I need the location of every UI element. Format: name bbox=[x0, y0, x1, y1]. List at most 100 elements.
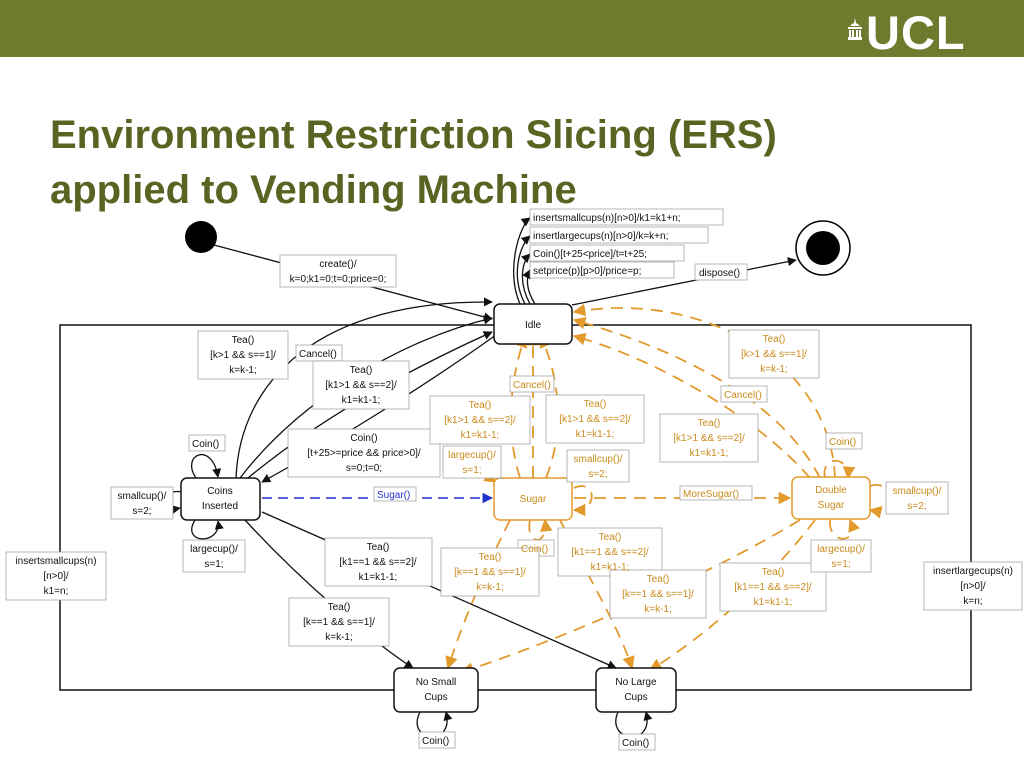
label-insertsmallcups-nlc-2: [n>0]/ bbox=[43, 571, 69, 582]
label-tea-k-ds-nsc-2: [k==1 && s==1]/ bbox=[622, 589, 694, 600]
label-insertsmallcups-self: insertsmallcups(n)[n>0]/k1=k1+n; bbox=[533, 213, 681, 224]
label-tea-k1-ci-1: Tea() bbox=[350, 365, 373, 376]
label-box-coin-ci-idle bbox=[287, 428, 441, 478]
label-box-coin-nlc bbox=[618, 733, 656, 751]
edge-idle-self-4 bbox=[522, 269, 536, 305]
label-box-sugar bbox=[373, 486, 417, 502]
label-box-largecup-ds bbox=[810, 539, 872, 573]
label-box-tea-k1-ds-nlc bbox=[719, 562, 827, 612]
label-tea-k1-sugar-idle-b-2: [k1>1 && s==2]/ bbox=[559, 414, 631, 425]
edge-ds-nlc bbox=[648, 519, 816, 671]
label-tea-k1-ci-nlc-3: k1=k1-1; bbox=[359, 572, 398, 583]
label-dispose: dispose() bbox=[699, 268, 740, 279]
label-box-coin-ci-self bbox=[188, 434, 226, 452]
label-coin-ci-idle-1: Coin() bbox=[350, 433, 377, 444]
state-sugar-label: Sugar bbox=[520, 494, 547, 505]
state-coins-inserted-line2: Inserted bbox=[202, 501, 238, 512]
label-smallcup-ci-2: s=2; bbox=[132, 506, 151, 517]
label-coin-nsc: Coin() bbox=[422, 736, 449, 747]
label-tea-k-ds-nsc-3: k=k-1; bbox=[644, 604, 672, 615]
state-idle[interactable]: Idle bbox=[493, 303, 573, 345]
label-box-tea-k-ci bbox=[197, 330, 289, 380]
state-coins-inserted[interactable]: Coins Inserted bbox=[180, 477, 261, 521]
edge-ds-self-coin bbox=[823, 460, 856, 480]
label-tea-k1-ci-nlc-1: Tea() bbox=[367, 542, 390, 553]
state-double-sugar-line1: Double bbox=[815, 485, 847, 496]
label-box-tea-k1-ci-nlc bbox=[324, 537, 433, 587]
edge-idle-self-1 bbox=[513, 217, 531, 305]
label-box-setprice-self bbox=[529, 261, 675, 279]
label-smallcup-sugar-2: s=2; bbox=[588, 469, 607, 480]
edge-sugar-idle-tea-a bbox=[510, 334, 528, 479]
state-sugar[interactable]: Sugar bbox=[493, 477, 573, 521]
label-box-insertlargecups-nsc bbox=[923, 561, 1023, 611]
label-coin-ci-idle-3: s=0;t=0; bbox=[346, 463, 382, 474]
label-tea-k-sugar-nsc-2: [k==1 && s==1]/ bbox=[454, 567, 526, 578]
label-box-tea-k-ds-idle bbox=[728, 329, 820, 379]
label-box-moresugar bbox=[679, 485, 753, 501]
label-create-2: k=0;k1=0;t=0;price=0; bbox=[290, 274, 387, 285]
state-double-sugar-line2: Sugar bbox=[818, 500, 845, 511]
state-no-small-cups-line1: No Small bbox=[416, 677, 457, 688]
state-no-large-cups-line2: Cups bbox=[624, 692, 647, 703]
edge-sugar-self-smallcup bbox=[572, 485, 593, 517]
label-coin-ds: Coin() bbox=[829, 437, 856, 448]
label-coin-ci-idle-2: [t+25>=price && price>0]/ bbox=[307, 448, 421, 459]
label-smallcup-ci-1: smallcup()/ bbox=[118, 491, 167, 502]
title-line-2: applied to Vending Machine bbox=[50, 168, 577, 212]
label-box-coin-ds bbox=[825, 432, 863, 450]
label-cancel-ci: Cancel() bbox=[299, 349, 337, 360]
label-smallcup-ds-2: s=2; bbox=[907, 501, 926, 512]
state-idle-label: Idle bbox=[525, 320, 542, 331]
label-cancel-ds: Cancel() bbox=[724, 390, 762, 401]
label-tea-k1-ci-2: [k1>1 && s==2]/ bbox=[325, 380, 397, 391]
edge-ci-self-coin bbox=[190, 453, 222, 479]
edge-sugar-nsc bbox=[445, 519, 511, 670]
label-tea-k-ci-2: [k>1 && s==1]/ bbox=[210, 350, 276, 361]
edge-dispose bbox=[571, 257, 797, 306]
ucl-portico-icon bbox=[848, 18, 862, 40]
label-insertlargecups-nsc-1: insertlargecups(n) bbox=[933, 566, 1013, 577]
state-no-large-cups[interactable]: No Large Cups bbox=[595, 667, 677, 713]
label-cancel-sugar: Cancel() bbox=[513, 380, 551, 391]
label-box-smallcup-ds bbox=[885, 481, 949, 515]
label-tea-k1-ci-3: k1=k1-1; bbox=[342, 395, 381, 406]
label-box-tea-k1-sugar-idle bbox=[429, 395, 531, 445]
label-insertsmallcups-nlc-1: insertsmallcups(n) bbox=[15, 556, 96, 567]
initial-state bbox=[185, 221, 217, 253]
edge-ds-idle-cancel bbox=[572, 332, 811, 479]
label-tea-k1-sugar-nlc-1: Tea() bbox=[599, 532, 622, 543]
label-tea-k1-sugar-idle-3: k1=k1-1; bbox=[461, 430, 500, 441]
label-tea-k-sugar-nsc-3: k=k-1; bbox=[476, 582, 504, 593]
label-box-tea-k1-ds-idle bbox=[659, 413, 759, 463]
label-tea-k1-ds-nlc-1: Tea() bbox=[762, 567, 785, 578]
label-box-tea-k-ci-nsc bbox=[288, 597, 390, 647]
label-setprice-self: setprice(p)[p>0]/price=p; bbox=[533, 266, 641, 277]
label-box-insertsmallcups-nlc bbox=[5, 551, 107, 601]
slide-title: Environment Restriction Slicing (ERS) ap… bbox=[50, 108, 777, 218]
state-double-sugar[interactable]: Double Sugar bbox=[791, 476, 871, 520]
label-tea-k1-sugar-idle-2: [k1>1 && s==2]/ bbox=[444, 415, 516, 426]
label-largecup-sugar-1: largecup()/ bbox=[448, 450, 496, 461]
label-box-cancel-sugar bbox=[509, 375, 555, 393]
label-coin-ci-self: Coin() bbox=[192, 439, 219, 450]
label-tea-k1-sugar-idle-b-3: k1=k1-1; bbox=[576, 429, 615, 440]
label-box-tea-k1-ci bbox=[312, 360, 410, 410]
label-tea-k-ci-3: k=k-1; bbox=[229, 365, 257, 376]
title-line-1: Environment Restriction Slicing (ERS) bbox=[50, 113, 777, 157]
label-box-coin-idle-self bbox=[529, 244, 685, 262]
label-largecup-ds-1: largecup()/ bbox=[817, 544, 865, 555]
label-tea-k1-ds-nlc-2: [k1==1 && s==2]/ bbox=[734, 582, 811, 593]
label-insertlargecups-nsc-2: [n>0]/ bbox=[960, 581, 986, 592]
label-box-smallcup-ci bbox=[110, 486, 174, 520]
label-tea-k1-ds-idle-2: [k1>1 && s==2]/ bbox=[673, 433, 745, 444]
label-box-create bbox=[279, 254, 397, 288]
label-tea-k-ds-idle-1: Tea() bbox=[763, 334, 786, 345]
state-no-small-cups[interactable]: No Small Cups bbox=[393, 667, 479, 713]
ucl-logo: UCL bbox=[866, 6, 966, 59]
label-tea-k-ds-idle-3: k=k-1; bbox=[760, 364, 788, 375]
label-largecup-sugar-2: s=1; bbox=[462, 465, 481, 476]
state-no-small-cups-line2: Cups bbox=[424, 692, 447, 703]
label-insertlargecups-nsc-3: k=n; bbox=[963, 596, 982, 607]
label-coin-nlc: Coin() bbox=[622, 738, 649, 749]
